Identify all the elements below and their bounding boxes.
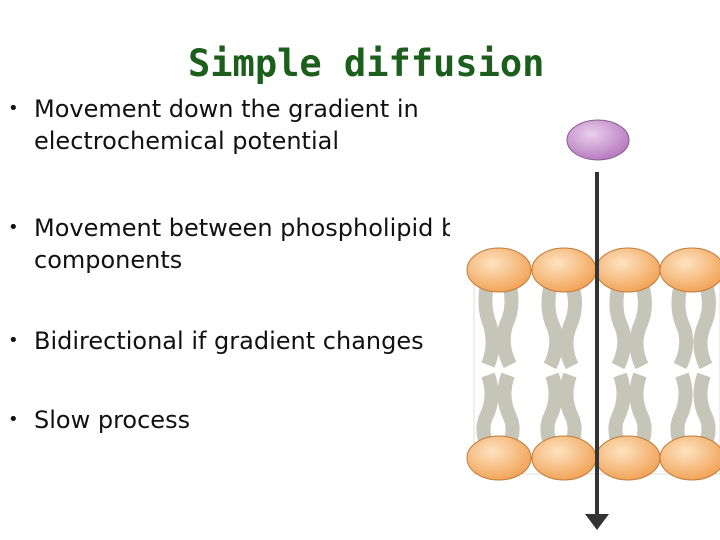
bullet-text: Bidirectional if gradient changes	[34, 327, 424, 355]
upper-lipid-heads	[466, 247, 720, 293]
diffusing-molecule	[566, 119, 630, 161]
bullet-text: Slow process	[34, 406, 191, 434]
slide-title: Simple diffusion	[188, 42, 545, 85]
bullet-text: Movement between phospholipid bilayer co…	[34, 214, 450, 274]
upper-lipid-tails	[478, 277, 716, 370]
diffusion-arrow-head	[585, 514, 609, 530]
bullet-text: Movement down the gradient in electroche…	[34, 95, 419, 155]
bullet-marker: •	[8, 330, 19, 351]
bullet-marker: •	[8, 217, 19, 238]
bullet-marker: •	[8, 98, 19, 119]
bullet-list: • Movement down the gradient in electroc…	[8, 95, 450, 434]
membrane-diffusion-figure	[466, 119, 720, 530]
bullet-marker: •	[8, 409, 19, 430]
